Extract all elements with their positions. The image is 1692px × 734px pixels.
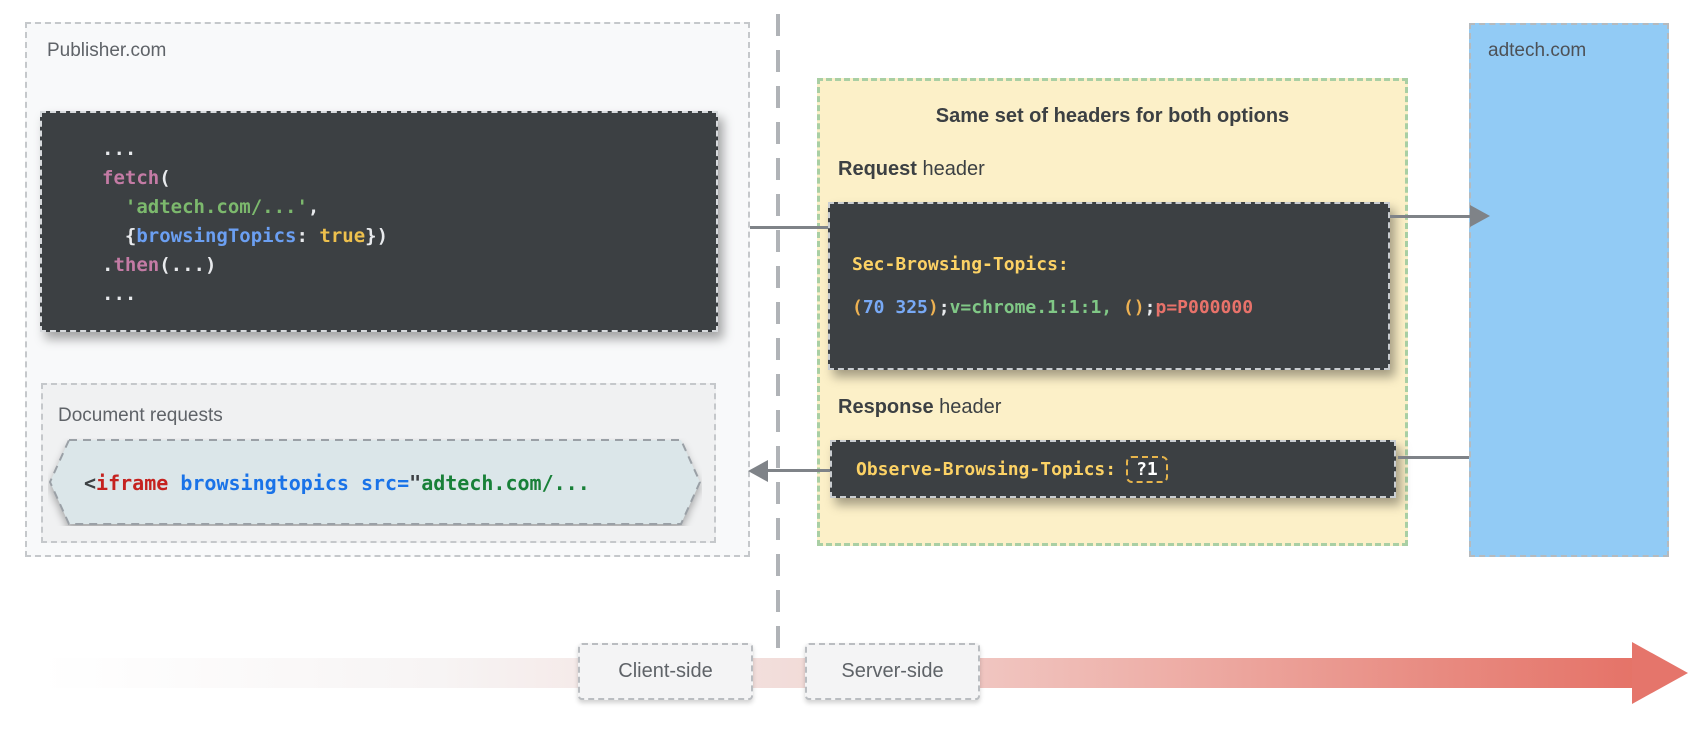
headers-panel-title: Same set of headers for both options: [935, 105, 1290, 127]
request-arrow-line-right: [1390, 215, 1472, 218]
document-requests-label: Document requests: [58, 405, 223, 426]
response-header-label-bold: Response: [838, 396, 934, 418]
response-header-value-chip: ?1: [1126, 455, 1168, 483]
response-header-label: Response header: [838, 396, 1001, 419]
request-header-value: (70 325);v=chrome.1:1:1, ();p=P000000: [852, 297, 1254, 318]
client-side-badge: Client-side: [578, 643, 753, 700]
client-server-divider: [776, 14, 780, 648]
code-line: ...: [102, 137, 137, 160]
response-header-label-rest: header: [933, 396, 1002, 418]
code-line: .then(...): [102, 253, 217, 276]
request-header-label-bold: Request: [838, 158, 917, 180]
fetch-code-snippet: ... fetch( 'adtech.com/...', {browsingTo…: [40, 111, 718, 332]
server-side-badge: Server-side: [805, 643, 980, 700]
response-arrowhead-icon: [748, 460, 768, 482]
code-line: fetch(: [102, 166, 171, 189]
code-line: ...: [102, 282, 137, 305]
client-side-label: Client-side: [618, 660, 713, 682]
code-line: {browsingTopics: true}): [102, 224, 389, 247]
response-header-code-box: Observe-Browsing-Topics: ?1: [830, 440, 1396, 498]
iframe-code-snippet: <iframe browsingtopics src="adtech.com/.…: [84, 471, 590, 495]
request-header-label-rest: header: [916, 158, 985, 180]
adtech-label: adtech.com: [1488, 40, 1587, 61]
server-side-label: Server-side: [841, 660, 944, 682]
request-arrowhead-icon: [1470, 205, 1490, 227]
code-line: 'adtech.com/...',: [124, 195, 320, 218]
request-arrow-line-left: [750, 226, 828, 229]
response-arrow-line-right: [1398, 456, 1469, 459]
timeline-arrowhead-icon: [1632, 642, 1688, 704]
publisher-label: Publisher.com: [47, 40, 167, 61]
adtech-box: [1469, 23, 1669, 557]
response-arrow-line-left: [764, 469, 830, 472]
request-header-label: Request header: [838, 158, 985, 181]
request-header-code-box: Sec-Browsing-Topics: (70 325);v=chrome.1…: [828, 202, 1390, 370]
iframe-hexagon-shape: [48, 439, 702, 525]
request-header-name: Sec-Browsing-Topics:: [852, 254, 1069, 275]
response-header-name: Observe-Browsing-Topics:: [856, 458, 1117, 480]
